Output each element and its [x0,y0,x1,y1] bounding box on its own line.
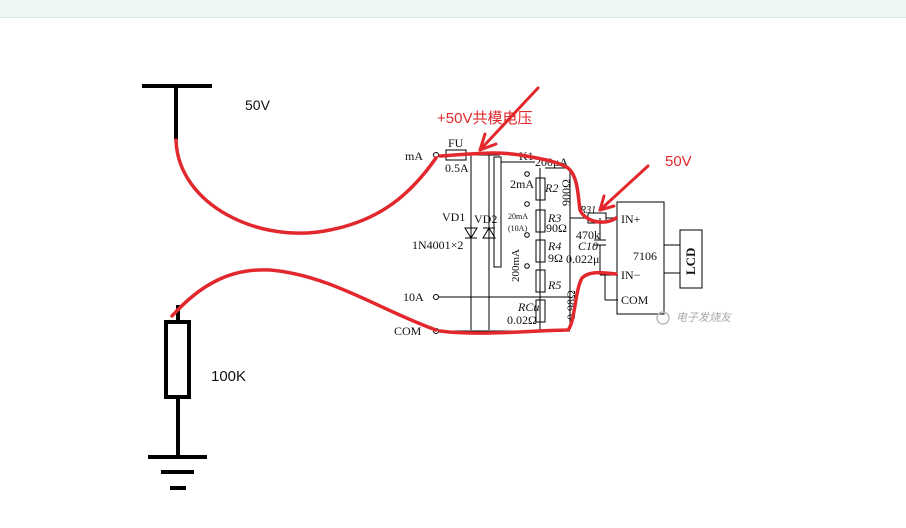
rcu-value-label: 0.02Ω [507,313,537,327]
arrow-common-mode [478,86,540,152]
r2-label: R2 [544,181,558,195]
diode-vd1-label: VD1 [442,210,465,224]
r3-label: R3 [547,211,561,225]
r4-value-label: 9Ω [548,251,563,265]
ground-symbol [148,455,207,490]
schematic-labels: mA FU 0.5A K1 200μA 2mA R2 900Ω VD1 VD2 … [394,136,698,338]
red-wire-overlay [170,138,618,335]
r31-label: R31 [579,205,596,216]
r4-label: R4 [547,239,561,253]
range-200ma-label: 200mA [510,249,522,282]
in-plus-voltage-annotation: 50V [665,153,692,170]
watermark-logo-icon [656,311,670,325]
capacitor-name-label: C10 [578,239,598,253]
fuse-name-label: FU [448,136,464,150]
annotation-arrows [478,86,650,212]
red-wire-bottom [170,268,438,332]
rcu-label: RCu [517,300,539,314]
arrow-in-plus [598,164,650,212]
range-2ma-label: 2mA [510,177,534,191]
red-wire-top [174,138,438,235]
chip-name-label: 7106 [633,249,657,263]
r3-value-label: 90Ω [546,221,567,235]
red-wire-fuse-path [438,151,618,224]
diode-part-label: 1N4001×2 [412,238,463,252]
watermark-text: 电子发烧友 [676,311,733,324]
chip-in-minus-label: IN− [621,268,641,282]
capacitor-value-label: 0.022μ [566,252,599,266]
source-voltage-label: 50V [245,97,271,113]
range-20ma-label: 20mA [508,212,528,221]
lcd-label: LCD [683,248,698,275]
r31-value-label: 470k [576,228,600,242]
resistor-100k [164,305,191,457]
r2-value-label: 900Ω [559,179,573,206]
chip-in-plus-label: IN+ [621,212,641,226]
top-bar [0,0,906,18]
terminal-10a-label: 10A [403,290,424,304]
terminal-com-label: COM [394,324,422,338]
fuse-rating-label: 0.5A [445,161,469,175]
red-wire-com-path [438,270,618,335]
chip-com-label: COM [621,293,649,307]
resistor-value-label: 100K [211,368,246,385]
voltage-source-symbol [142,84,212,140]
diode-vd2-label: VD2 [474,212,497,226]
arrow-in-plus-head-icon [598,194,616,212]
r5-label: R5 [547,278,561,292]
common-mode-annotation: +50V共模电压 [437,110,532,127]
range-10a-label: (10A) [508,224,527,233]
terminal-ma-label: mA [405,149,423,163]
arrow-common-mode-head-icon [478,132,498,152]
